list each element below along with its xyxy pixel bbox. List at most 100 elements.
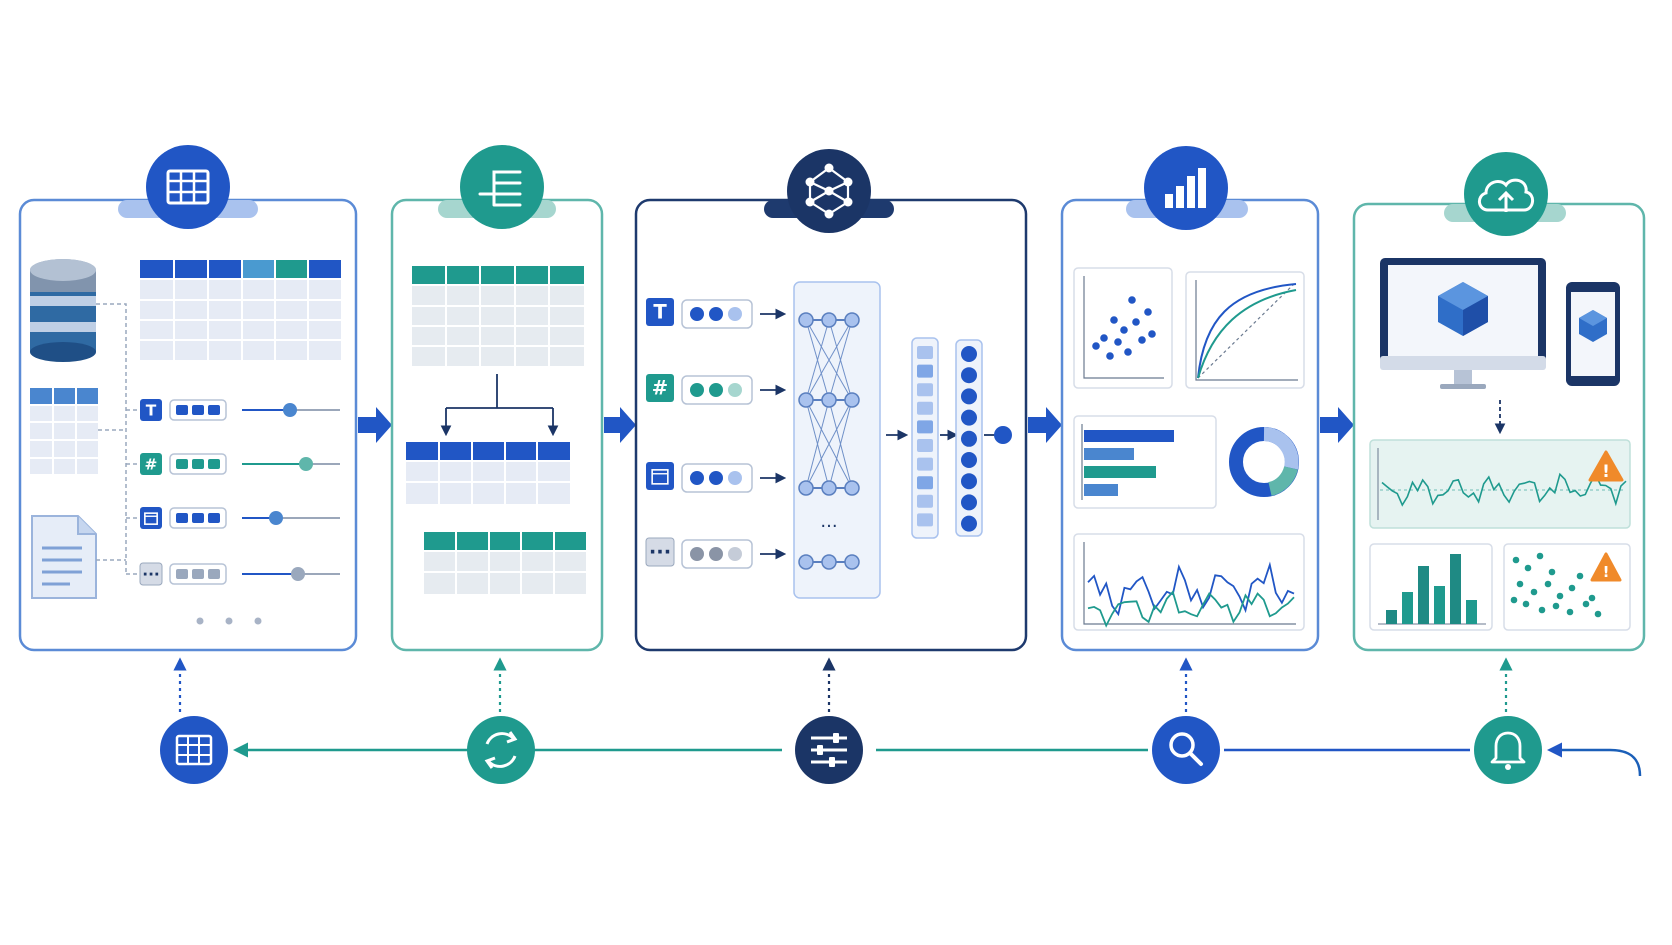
feature-row: # <box>140 453 340 475</box>
flow-arrow-2 <box>604 407 636 443</box>
metric-line-thumb <box>1073 533 1305 631</box>
anomaly-scatter-chart: ! <box>1503 543 1631 631</box>
anomaly-point <box>1548 568 1556 576</box>
scatter-point <box>1106 352 1114 360</box>
flow-arrow-4 <box>1320 407 1354 443</box>
anomaly-alert-icon: ! <box>1590 552 1622 582</box>
volume-bar <box>1386 610 1397 624</box>
feature-row: T <box>140 399 340 421</box>
other-type-icon: ··· <box>139 562 163 586</box>
scatter-point <box>1138 336 1146 344</box>
stage-panel-deployment-monitoring: ! ! <box>1352 152 1646 652</box>
mobile-device-icon <box>1566 282 1620 386</box>
refresh-icon[interactable] <box>467 716 535 784</box>
importance-bar <box>1084 484 1118 496</box>
output-node <box>961 515 977 532</box>
text-type-icon: T <box>646 298 674 326</box>
feature-type-glyph: ··· <box>649 541 671 564</box>
bar-chart-icon <box>1144 146 1228 230</box>
output-node <box>961 430 977 447</box>
feature-type-glyph: ··· <box>142 565 160 583</box>
scatter-plot-thumb <box>1073 267 1173 389</box>
anomaly-point <box>1512 556 1520 564</box>
embedding-vector <box>911 337 939 539</box>
embedding-cell <box>917 346 933 359</box>
output-node <box>961 346 977 362</box>
anomaly-point <box>1594 610 1602 618</box>
output-node <box>961 367 977 384</box>
document-icon <box>31 515 97 599</box>
calendar-type-icon <box>646 462 674 490</box>
input-encoding-row: ··· <box>645 537 787 569</box>
bell-icon[interactable] <box>1474 716 1542 784</box>
search-icon[interactable] <box>1152 716 1220 784</box>
slider-knob[interactable] <box>269 511 283 525</box>
feature-type-glyph: # <box>652 377 668 400</box>
output-node <box>961 388 977 405</box>
scatter-point <box>1124 348 1132 356</box>
embedding-cell <box>917 476 933 490</box>
anomaly-point <box>1582 600 1590 608</box>
embedding-cell <box>917 401 933 415</box>
slider-knob[interactable] <box>283 403 297 417</box>
other-type-icon: ··· <box>645 537 675 567</box>
volume-bar <box>1466 600 1477 624</box>
anomaly-point <box>1588 594 1596 602</box>
scatter-point <box>1128 296 1136 304</box>
input-encoding-row: # <box>646 374 787 405</box>
scatter-point <box>1148 330 1156 338</box>
numeric-type-icon: # <box>140 453 162 475</box>
source-table <box>412 266 584 366</box>
embedding-cell <box>917 494 933 508</box>
raw-data-table <box>140 260 341 360</box>
more-dots <box>196 617 262 625</box>
stage-panel-model-training: T # ··· ··· <box>634 149 1028 652</box>
calendar-type-icon <box>140 507 162 529</box>
split-branch-icon <box>460 145 544 229</box>
neural-network-icon <box>787 149 871 233</box>
output-node <box>961 409 977 426</box>
output-node <box>961 494 977 511</box>
output-node <box>961 452 977 468</box>
feature-row: ··· <box>139 562 340 586</box>
numeric-type-icon: # <box>646 374 674 402</box>
scatter-point <box>1092 342 1100 350</box>
flow-arrow-3 <box>1028 407 1062 443</box>
scatter-point <box>1144 308 1152 316</box>
prediction-node <box>994 426 1012 444</box>
importance-bar <box>1084 466 1156 478</box>
feedback-loop <box>160 657 1642 784</box>
anomaly-point <box>1516 580 1524 588</box>
feature-type-glyph: # <box>145 455 158 473</box>
slider-knob[interactable] <box>291 567 305 581</box>
embedding-cell <box>917 513 933 527</box>
volume-bar <box>1450 554 1461 624</box>
stage-panel-data-splitting <box>390 145 604 652</box>
scatter-point <box>1110 316 1118 324</box>
scatter-point <box>1120 326 1128 334</box>
table-icon <box>146 145 230 229</box>
feature-type-glyph: T <box>653 301 667 324</box>
anomaly-point <box>1536 552 1544 560</box>
input-encoding-row: T <box>646 298 787 329</box>
drift-alert-icon: ! <box>1588 450 1624 482</box>
sliders-icon[interactable] <box>795 716 863 784</box>
svg-text:!: ! <box>1602 462 1610 482</box>
model-cube-icon <box>1438 282 1488 336</box>
scatter-point <box>1114 338 1122 346</box>
loop-table-icon[interactable] <box>160 716 228 784</box>
small-data-table <box>30 388 98 474</box>
anomaly-point <box>1576 572 1584 580</box>
anomaly-point <box>1538 606 1546 614</box>
embedding-cell <box>917 439 933 452</box>
embedding-cell <box>917 383 933 397</box>
network-layer-box: ··· <box>793 281 881 599</box>
stage-panel-model-evaluation <box>1060 146 1320 652</box>
slider-knob[interactable] <box>299 457 313 471</box>
embedding-cell <box>917 457 933 471</box>
anomaly-point <box>1530 588 1538 596</box>
embedding-cell <box>917 364 933 378</box>
anomaly-point <box>1510 596 1518 604</box>
volume-bar <box>1402 592 1413 624</box>
